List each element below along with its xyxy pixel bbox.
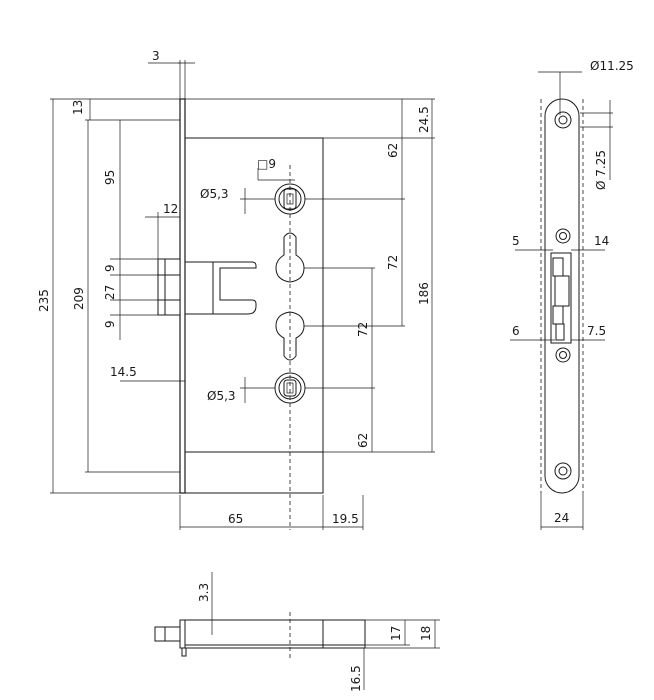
- dim-13: 13: [71, 100, 85, 115]
- keyhole-lower: [275, 311, 305, 361]
- faceplate-strip: [179, 98, 186, 494]
- bottom-view: 3.3 17 18 16.5: [154, 572, 440, 692]
- faceplate-side: [544, 98, 580, 494]
- screw-hole-upper: [555, 228, 571, 244]
- dim-62-top: 62: [386, 143, 400, 158]
- dim-235: 235: [37, 289, 51, 312]
- square-spindle: [283, 188, 297, 210]
- latch-bolt: [157, 258, 181, 316]
- dim-5: 5: [512, 234, 520, 248]
- lock-case: [184, 137, 324, 494]
- keyhole-upper: [275, 232, 305, 283]
- dim-18: 18: [419, 626, 433, 641]
- front-view: 3 13 235 209 95 12 9 27 9 14.5 65 19.5 □…: [37, 49, 435, 530]
- latch-opening: [550, 252, 572, 344]
- dim-6: 6: [512, 324, 520, 338]
- side-view: Ø11.25 Ø 7.25 5 14 6 7.5 24: [510, 59, 634, 530]
- screw-hole-top: [554, 111, 572, 129]
- dim-72-a: 72: [386, 255, 400, 270]
- dim-17: 17: [389, 626, 403, 641]
- dim-7-25: Ø 7.25: [594, 150, 608, 190]
- screw-hole-bottom: [554, 462, 572, 480]
- dim-209: 209: [72, 287, 86, 310]
- dim-186: 186: [417, 282, 431, 305]
- dim-62-bottom: 62: [356, 433, 370, 448]
- dim-95: 95: [103, 170, 117, 185]
- dim-7-5: 7.5: [587, 324, 606, 338]
- dim-9-lower: 9: [103, 320, 117, 328]
- dim-12: 12: [163, 202, 178, 216]
- bolt-stub: [154, 626, 181, 642]
- screw-hole-lower: [555, 347, 571, 363]
- dim-9-upper: 9: [103, 264, 117, 272]
- dim-24: 24: [554, 511, 569, 525]
- dim-3: 3: [152, 49, 160, 63]
- dim-3-3: 3.3: [197, 583, 211, 602]
- bolt-slot: [185, 261, 257, 315]
- dim-square-9: □9: [257, 157, 276, 171]
- dim-65: 65: [228, 512, 243, 526]
- dim-16-5: 16.5: [349, 665, 363, 692]
- dim-24-5: 24.5: [417, 106, 431, 133]
- dim-11-25: Ø11.25: [590, 59, 634, 73]
- dim-27: 27: [103, 285, 117, 300]
- dim-14: 14: [594, 234, 609, 248]
- dim-19-5: 19.5: [332, 512, 359, 526]
- dim-hole-upper: Ø5,3: [200, 187, 229, 201]
- dim-72-b: 72: [356, 322, 370, 337]
- dim-hole-lower: Ø5,3: [207, 389, 236, 403]
- dim-14-5: 14.5: [110, 365, 137, 379]
